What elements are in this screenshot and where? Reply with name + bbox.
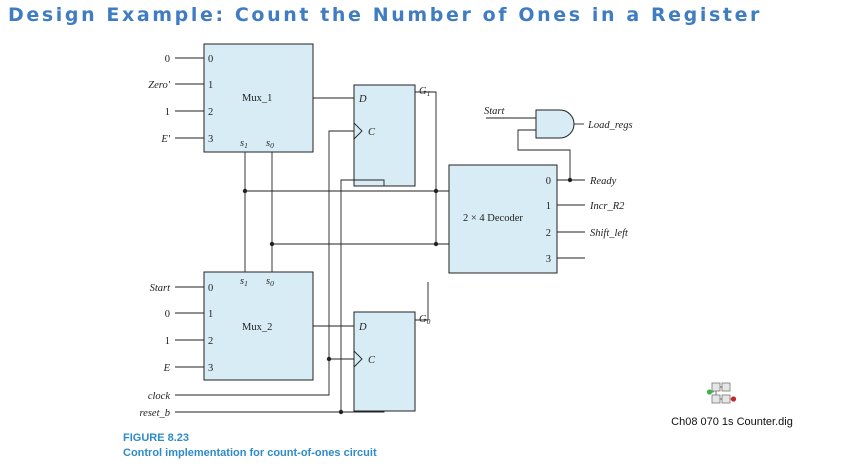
mux1-in3-signal: E' (160, 134, 170, 145)
ff-g1-q-label: G1 (419, 86, 430, 98)
mux1-in2-signal: 1 (165, 107, 170, 118)
mux2-in0-signal: Start (150, 283, 172, 294)
mux2-in2-signal: 1 (165, 336, 170, 347)
mux1-name: Mux_1 (242, 93, 272, 104)
mux2-s0-label: s0 (266, 276, 274, 288)
mux2-pin1: 1 (208, 309, 213, 320)
ff-g0-c-label: C (368, 355, 376, 366)
decoder-pin2: 2 (546, 228, 551, 239)
decoder-pin1: 1 (546, 201, 551, 212)
decoder-pin3: 3 (546, 254, 551, 265)
mux1-pin0: 0 (208, 54, 213, 65)
mux1-pin2: 2 (208, 107, 213, 118)
ff-g0-d-label: D (358, 322, 367, 333)
mux1-pin1: 1 (208, 80, 213, 91)
ff-g1-block (353, 84, 416, 187)
figure-label: FIGURE 8.23 (123, 432, 190, 444)
decoder-name: 2 × 4 Decoder (463, 213, 523, 224)
decoder-out0-label: Ready (589, 176, 617, 187)
decoder-block (448, 164, 558, 274)
ff-g1-d-label: D (358, 94, 367, 105)
mux2-in3-signal: E (163, 363, 171, 374)
clock-label: clock (148, 391, 170, 402)
mux1-pin3: 3 (208, 134, 213, 145)
and-gate (535, 109, 575, 139)
mux1-in0-signal: 0 (165, 54, 170, 65)
decoder-out2-label: Shift_left (590, 228, 629, 239)
circuit-file-link[interactable]: Ch08 070 1s Counter.dig (652, 380, 812, 432)
ff-g1-c-label: C (368, 127, 376, 138)
mux2-pin3: 3 (208, 363, 213, 374)
and-output-label: Load_regs (587, 120, 633, 131)
mux1-in1-signal: Zero' (148, 80, 170, 91)
mux2-block (203, 271, 314, 381)
decoder-out1-label: Incr_R2 (589, 201, 625, 212)
mux2-name: Mux_2 (242, 322, 272, 333)
figure-caption: Control implementation for count-of-ones… (123, 447, 377, 459)
reset-label: reset_b (139, 408, 170, 419)
and-input-label: Start (484, 106, 506, 117)
ff-g0-q-label: G0 (419, 314, 431, 326)
ff-g0-block (353, 311, 416, 412)
mux2-s1-label: s1 (240, 276, 248, 288)
mux2-pin2: 2 (208, 336, 213, 347)
circuit-file-icon (706, 382, 737, 404)
mux1-s0-label: s0 (266, 138, 274, 150)
page-title: Design Example: Count the Number of Ones… (8, 4, 763, 26)
mux2-pin0: 0 (208, 283, 213, 294)
circuit-file-name: Ch08 070 1s Counter.dig (671, 416, 793, 428)
mux1-s1-label: s1 (240, 138, 248, 150)
decoder-pin0: 0 (546, 176, 551, 187)
mux2-in1-signal: 0 (165, 309, 170, 320)
